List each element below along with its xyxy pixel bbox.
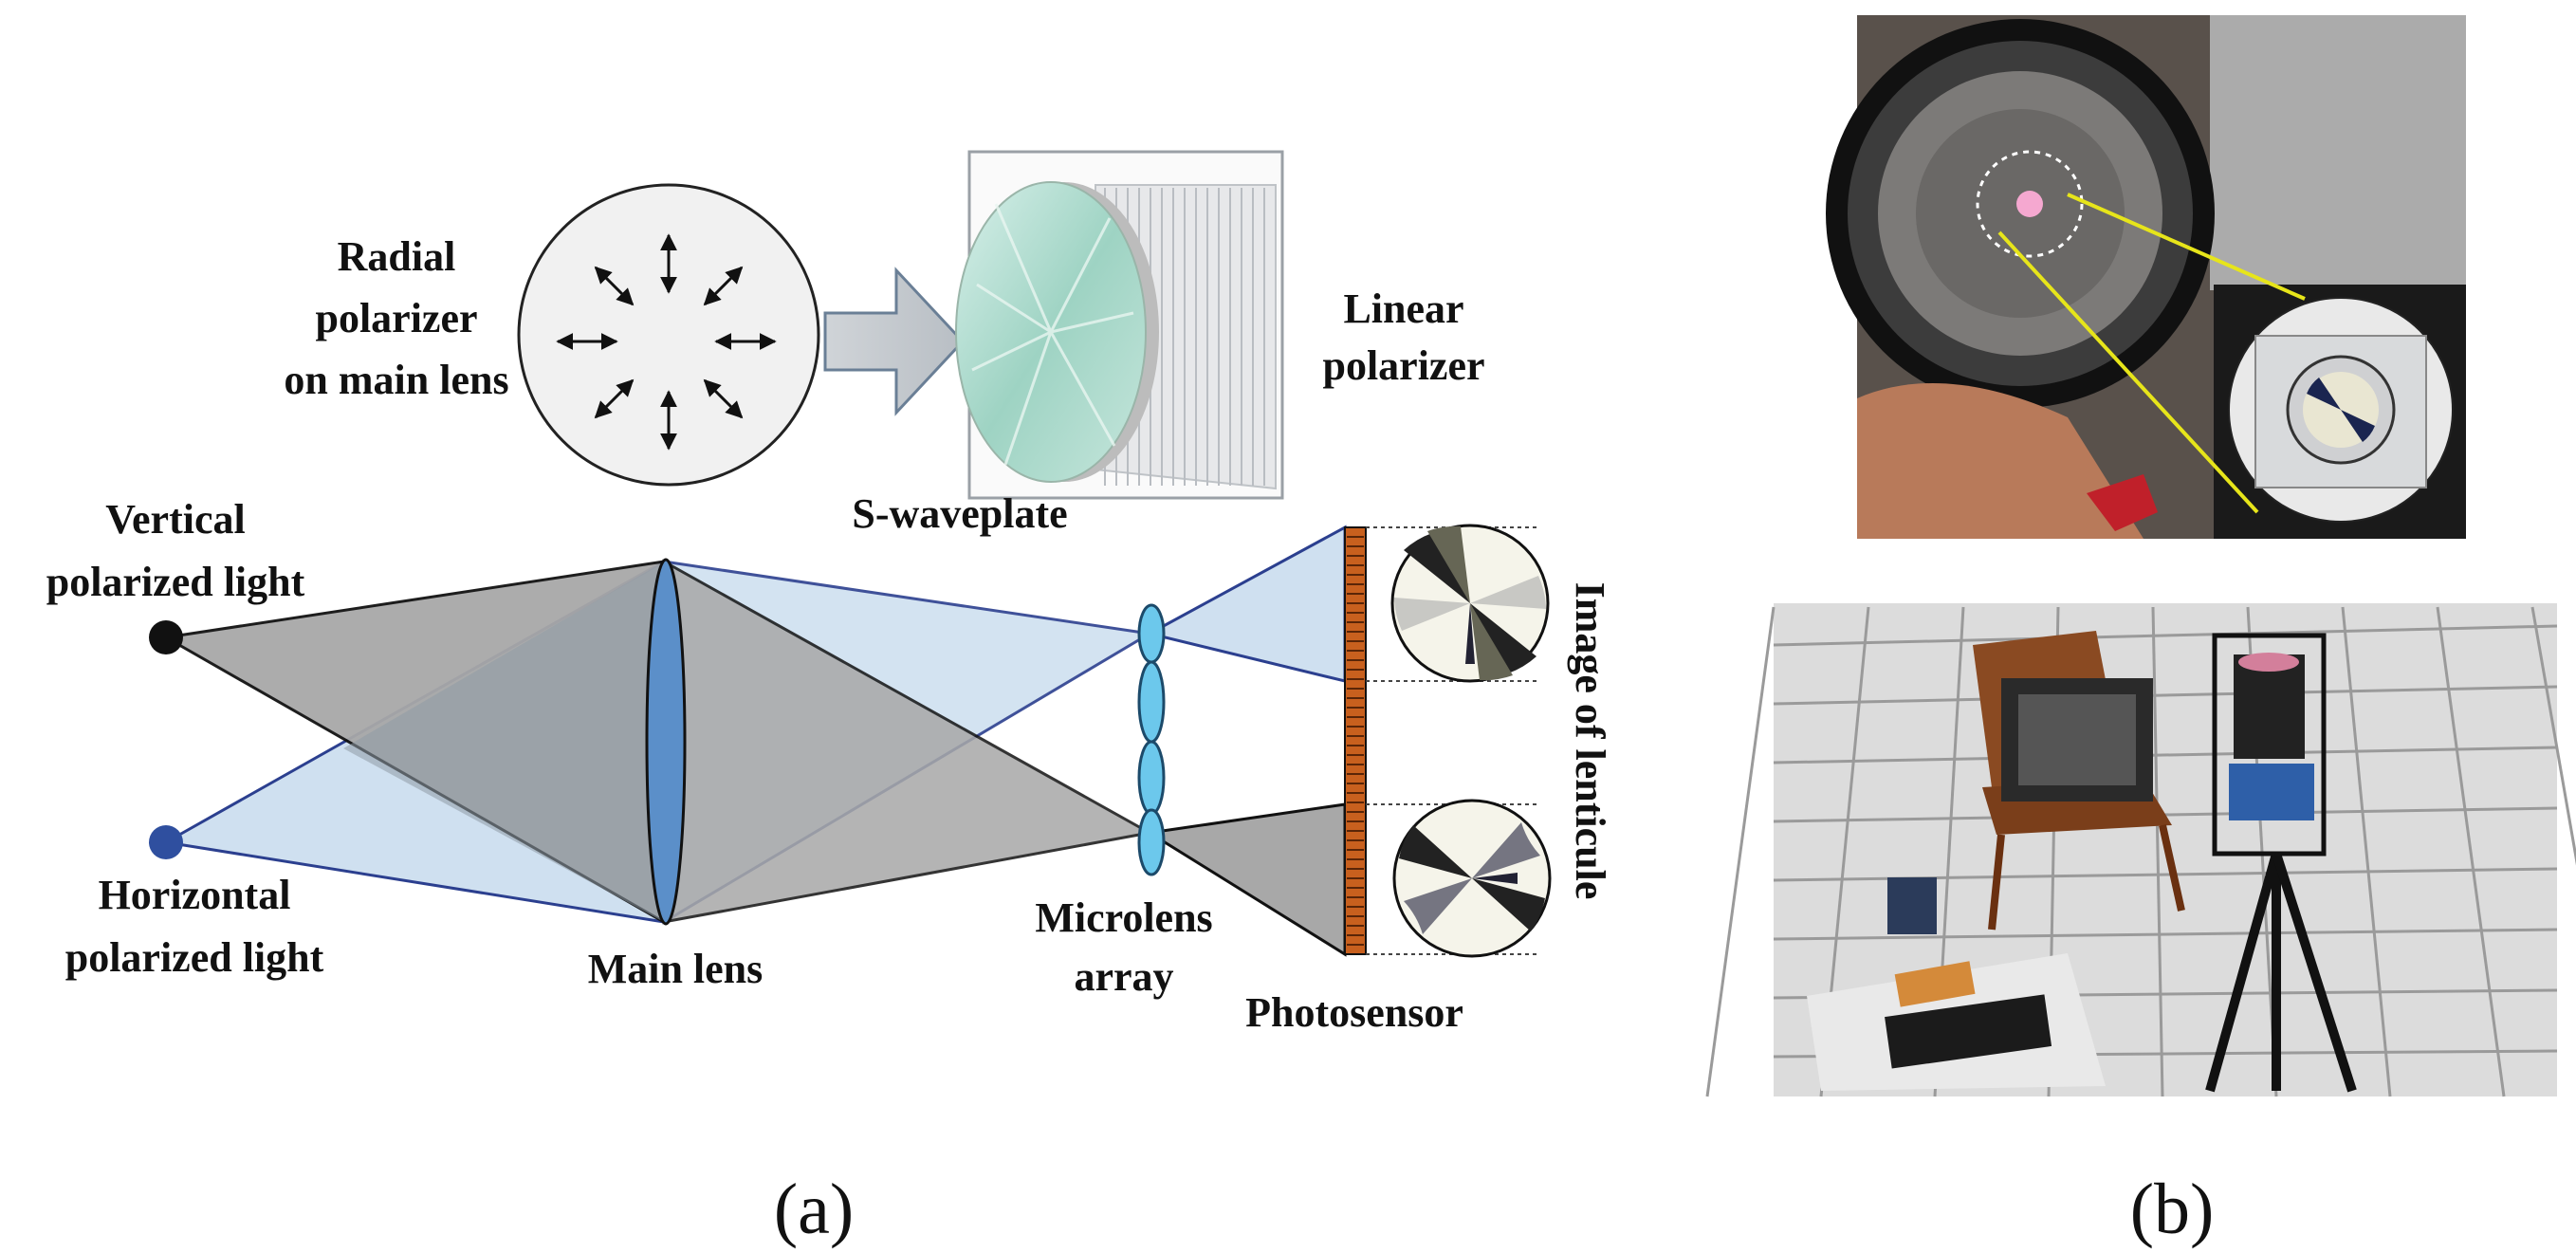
photosensor-label: Photosensor bbox=[1245, 989, 1463, 1036]
photo-lens-mount bbox=[1826, 15, 2466, 539]
vertical-label-line1: Vertical bbox=[105, 496, 245, 543]
linear-polarizer-label: Linear polarizer bbox=[1322, 286, 1484, 389]
panel-b-photos: (b) bbox=[1705, 15, 2576, 1249]
panel-a-diagram: Radial polarizer on main lens Linear pol… bbox=[46, 150, 1613, 1249]
linear-label-line1: Linear bbox=[1343, 286, 1463, 332]
block-arrow bbox=[823, 267, 966, 416]
photo-tripod-setup bbox=[1705, 603, 2576, 1097]
s-waveplate-disc bbox=[955, 181, 1159, 483]
horizontal-label-line1: Horizontal bbox=[99, 872, 291, 918]
horizontal-label-line2: polarized light bbox=[65, 934, 324, 981]
caption-b: (b) bbox=[2130, 1170, 2215, 1249]
vertical-light-source bbox=[149, 620, 183, 654]
horizontal-light-label: Horizontal polarized light bbox=[65, 872, 324, 981]
horizontal-light-source bbox=[149, 825, 183, 859]
main-lens bbox=[645, 558, 687, 926]
s-waveplate-label: S-waveplate bbox=[852, 490, 1067, 537]
photosensor bbox=[1344, 526, 1367, 955]
radial-polarizer-label: Radial polarizer on main lens bbox=[284, 233, 508, 403]
radial-label-line3: on main lens bbox=[284, 357, 508, 403]
s-waveplate-assembly bbox=[955, 150, 1284, 500]
radial-label-line2: polarizer bbox=[315, 295, 477, 341]
image-of-lenticule-label: Image of lenticule bbox=[1567, 582, 1613, 900]
main-lens-label: Main lens bbox=[588, 946, 764, 992]
radial-polarizer-disc bbox=[517, 183, 820, 487]
lenticule-image-bottom bbox=[1392, 799, 1552, 958]
microlens-array bbox=[1137, 603, 1166, 876]
blue-cone-to-sensor bbox=[1145, 525, 1347, 683]
microlens-label-line2: array bbox=[1074, 953, 1173, 1000]
vertical-label-line2: polarized light bbox=[46, 559, 305, 605]
microlens-label-line1: Microlens bbox=[1035, 894, 1212, 941]
lenticule-image-top bbox=[1390, 524, 1550, 683]
linear-label-line2: polarizer bbox=[1322, 342, 1484, 389]
radial-polarization-arrows bbox=[556, 233, 777, 451]
microlens-label: Microlens array bbox=[1035, 894, 1212, 1000]
vertical-light-label: Vertical polarized light bbox=[46, 496, 305, 605]
caption-a: (a) bbox=[774, 1170, 854, 1249]
ray-diagram bbox=[149, 524, 1552, 958]
radial-label-line1: Radial bbox=[338, 233, 456, 280]
